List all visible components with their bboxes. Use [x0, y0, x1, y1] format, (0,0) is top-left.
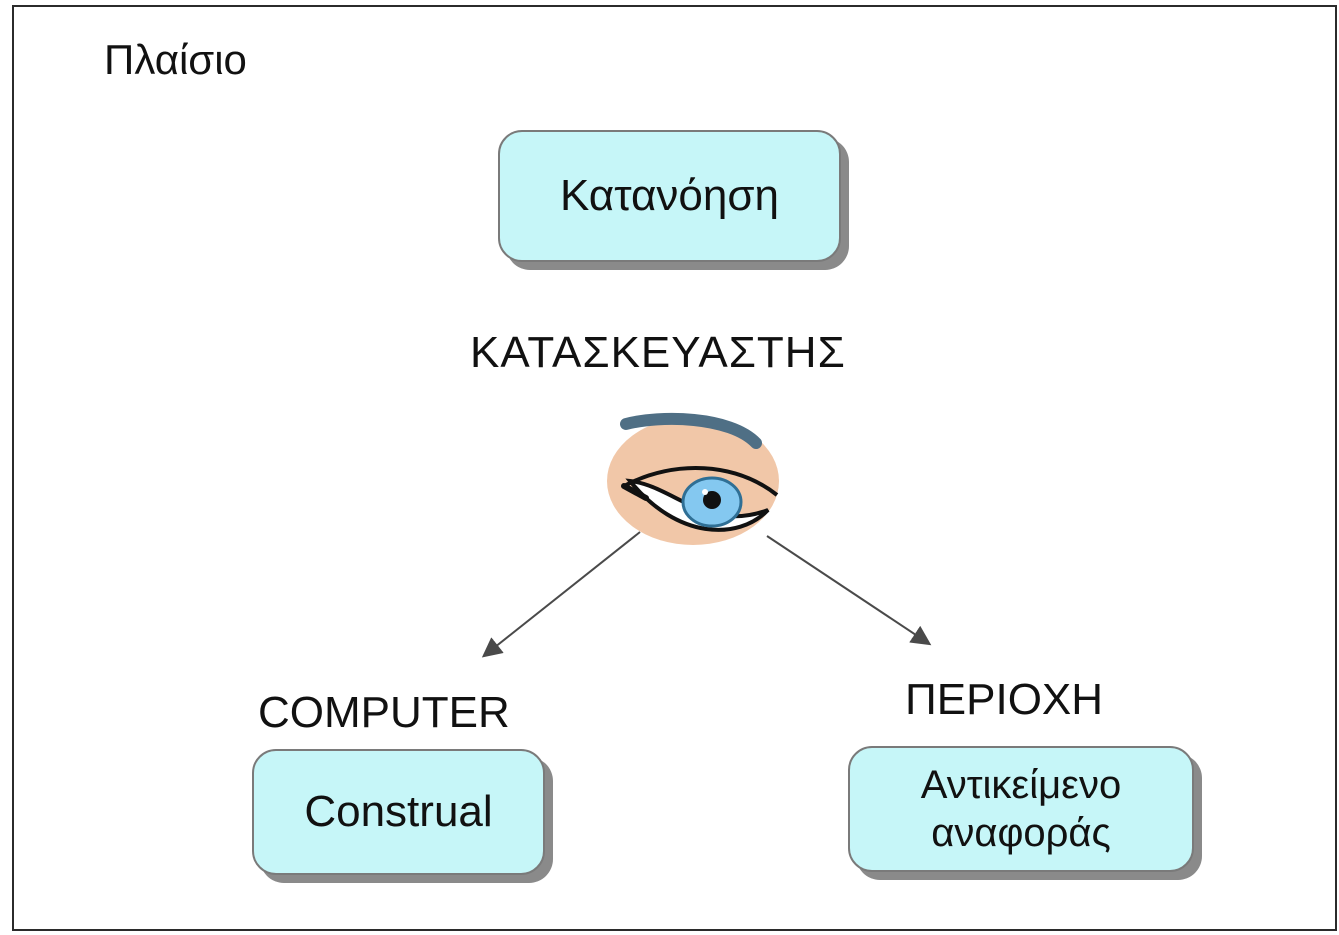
constructor-label: ΚΑΤΑΣΚΕΥΑΣΤΗΣ [470, 328, 846, 377]
arrow-to-domain [766, 535, 932, 646]
understanding-node-label: Κατανόηση [559, 171, 779, 220]
understanding-node: Κατανόηση [498, 130, 841, 262]
computer-label: COMPUTER [258, 688, 510, 737]
construal-node-label: Construal [304, 787, 493, 836]
reference-object-line1: Αντικείμενο [920, 763, 1122, 807]
eye-icon [607, 412, 779, 545]
reference-object-line2: αναφοράς [931, 811, 1111, 855]
reference-object-node: Αντικείμενο αναφοράς [848, 746, 1194, 872]
frame-title: Πλαίσιο [104, 36, 247, 83]
domain-label: ΠΕΡΙΟΧΗ [905, 675, 1104, 724]
arrow-to-computer [481, 531, 641, 658]
construal-node: Construal [252, 749, 545, 875]
